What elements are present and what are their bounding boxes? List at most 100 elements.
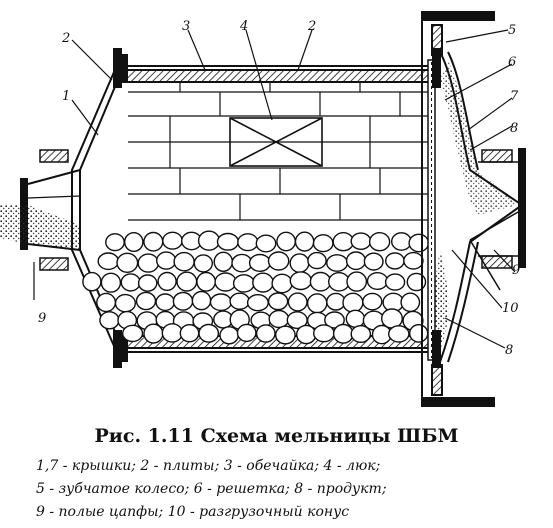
part-labels: 1 2 3 4 2 5 6 7 8 9 9 10 8 xyxy=(38,19,520,358)
grinding-ball xyxy=(309,271,332,292)
grinding-ball xyxy=(350,325,372,344)
label-4: 4 xyxy=(239,19,248,34)
product-powder xyxy=(432,60,518,350)
label-2-right: 2 xyxy=(307,19,316,34)
grinding-ball xyxy=(237,233,259,252)
label-2-left: 2 xyxy=(61,31,70,46)
grinding-ball xyxy=(219,326,239,345)
grinding-ball xyxy=(400,292,421,313)
grinding-ball xyxy=(332,323,354,344)
grinding-ball xyxy=(342,292,364,313)
legend-line-1: 1,7 - крышки; 2 - плиты; 3 - обечайка; 4… xyxy=(36,458,381,474)
grinding-ball xyxy=(137,253,160,273)
grinding-ball xyxy=(296,324,317,345)
grinding-ball xyxy=(368,231,391,252)
label-9-right: 9 xyxy=(512,263,520,278)
grinding-ball xyxy=(137,274,158,292)
legend-line-2: 5 - зубчатое колесо; 6 - решетка; 8 - пр… xyxy=(36,481,387,497)
grinding-ball xyxy=(345,251,367,271)
label-5: 5 xyxy=(508,23,516,38)
grinding-ball xyxy=(350,232,372,250)
grinding-ball xyxy=(116,252,139,273)
grinding-ball xyxy=(326,292,346,311)
label-6: 6 xyxy=(508,55,516,70)
grinding-ball xyxy=(332,231,355,252)
grinding-ball xyxy=(213,251,234,272)
grinding-ball xyxy=(255,324,276,343)
grinding-ball xyxy=(267,292,289,311)
grinding-ball xyxy=(324,311,345,329)
right-flanges xyxy=(432,48,441,368)
grinding-ball xyxy=(274,325,296,345)
grinding-ball xyxy=(176,271,198,292)
grinding-ball xyxy=(326,254,349,272)
grinding-ball xyxy=(105,233,125,252)
grinding-ball xyxy=(271,273,293,294)
grate xyxy=(427,59,436,361)
label-10: 10 xyxy=(502,301,519,316)
grinding-ball xyxy=(100,272,122,293)
grinding-ball xyxy=(198,323,220,343)
label-8-top: 8 xyxy=(510,121,518,136)
grinding-ball xyxy=(96,292,117,313)
left-flanges xyxy=(113,48,128,368)
grinding-ball xyxy=(236,323,257,343)
grinding-ball xyxy=(99,311,120,330)
grinding-ball xyxy=(231,253,253,273)
grinding-balls xyxy=(82,230,430,345)
armor-plates xyxy=(128,82,428,221)
grinding-ball xyxy=(312,324,335,343)
grinding-ball xyxy=(363,252,384,271)
grinding-ball xyxy=(406,272,427,292)
grinding-ball xyxy=(179,324,200,343)
grinding-ball xyxy=(155,293,175,312)
grinding-ball xyxy=(268,309,290,329)
grinding-ball xyxy=(289,271,312,291)
legend-line-3: 9 - полые цапфы; 10 - разгрузочный конус xyxy=(36,504,350,520)
grinding-ball xyxy=(387,325,410,343)
grinding-ball xyxy=(193,254,214,273)
grinding-ball xyxy=(409,323,429,343)
grinding-ball xyxy=(196,271,217,292)
grinding-ball xyxy=(161,323,184,343)
grinding-ball xyxy=(328,271,351,292)
grinding-ball xyxy=(246,294,269,312)
grinding-ball xyxy=(289,253,310,274)
grinding-ball xyxy=(97,252,120,271)
grinding-ball xyxy=(214,272,237,292)
grinding-ball xyxy=(294,231,315,252)
grinding-ball xyxy=(276,231,296,252)
grinding-ball xyxy=(124,231,144,252)
grinding-ball xyxy=(346,271,368,292)
grinding-ball xyxy=(143,231,164,252)
grinding-ball xyxy=(362,292,383,311)
grinding-ball xyxy=(345,309,366,328)
right-trunnion xyxy=(478,148,526,269)
grinding-ball xyxy=(191,290,212,311)
grinding-ball xyxy=(122,324,144,343)
grinding-ball xyxy=(155,251,177,270)
grinding-ball xyxy=(120,273,141,292)
figure-caption-title: Рис. 1.11 Схема мельницы ШБМ xyxy=(94,425,459,447)
grinding-ball xyxy=(143,323,164,344)
grinding-ball xyxy=(197,230,221,251)
grinding-ball xyxy=(252,272,274,293)
grinding-ball xyxy=(114,293,136,313)
grinding-ball xyxy=(384,252,405,270)
grinding-ball xyxy=(229,292,250,310)
grinding-ball xyxy=(172,291,194,311)
left-trunnion xyxy=(0,149,81,271)
label-3: 3 xyxy=(182,19,190,34)
grinding-ball xyxy=(82,271,102,292)
label-9-left: 9 xyxy=(38,311,46,326)
grinding-ball xyxy=(248,253,271,272)
grinding-ball xyxy=(403,251,424,270)
grinding-ball xyxy=(390,232,412,251)
label-7: 7 xyxy=(510,89,519,104)
grinding-ball xyxy=(209,293,232,312)
gear-wheel xyxy=(421,11,495,407)
leader-lines xyxy=(33,29,516,349)
grinding-ball xyxy=(267,251,290,271)
grinding-ball xyxy=(162,231,183,250)
